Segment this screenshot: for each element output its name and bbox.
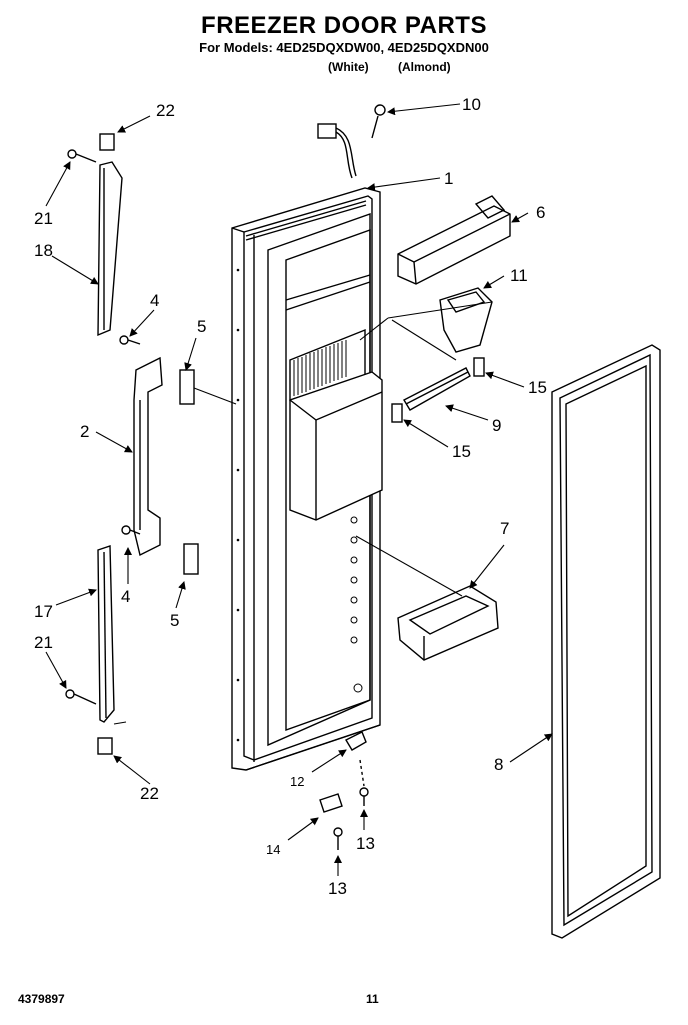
callout-12: 12 — [290, 774, 304, 789]
callout-5-lower: 5 — [170, 611, 179, 630]
callout-10: 10 — [462, 95, 481, 114]
door-gasket — [551, 344, 661, 939]
callout-7: 7 — [500, 519, 509, 538]
color-white-label: (White) — [328, 60, 369, 74]
wire-harness — [317, 104, 386, 179]
door-shelf — [397, 195, 511, 285]
guide-rail — [391, 357, 485, 423]
callout-4-upper: 4 — [150, 291, 159, 310]
page-title: FREEZER DOOR PARTS — [201, 12, 487, 39]
callout-numbers: 1 2 4 4 5 5 6 7 8 9 10 11 12 13 13 14 15… — [34, 95, 547, 898]
callout-13-right: 13 — [356, 834, 375, 853]
callout-5-upper: 5 — [197, 317, 206, 336]
document-number: 4379897 — [18, 992, 65, 1006]
page-number: 11 — [366, 992, 379, 1006]
callout-17: 17 — [34, 602, 53, 621]
models-line: For Models: 4ED25DQXDW00, 4ED25DQXDN00 — [199, 40, 489, 55]
callout-22-lower: 22 — [140, 784, 159, 803]
callout-9: 9 — [492, 416, 501, 435]
callout-22-upper: 22 — [156, 101, 175, 120]
hardware-small-parts — [65, 133, 199, 755]
callout-14: 14 — [266, 842, 280, 857]
callout-4-lower: 4 — [121, 587, 130, 606]
door-handle — [133, 356, 163, 557]
callout-11: 11 — [510, 266, 528, 285]
trim-strip-upper — [97, 161, 123, 337]
hinge-parts — [319, 731, 369, 850]
callout-8: 8 — [494, 755, 503, 774]
callout-15-lower: 15 — [452, 442, 471, 461]
callout-21-upper: 21 — [34, 209, 53, 228]
callout-2: 2 — [80, 422, 89, 441]
callout-1: 1 — [444, 169, 453, 188]
door-bin — [397, 585, 499, 661]
callout-18: 18 — [34, 241, 53, 260]
leader-lines — [45, 103, 553, 876]
callout-21-lower: 21 — [34, 633, 53, 652]
trim-strip-lower — [97, 545, 115, 723]
callout-6: 6 — [536, 203, 545, 222]
door-panel — [231, 187, 383, 771]
ice-chute — [439, 287, 493, 353]
callout-15-upper: 15 — [528, 378, 547, 397]
callout-13-bottom: 13 — [328, 879, 347, 898]
color-almond-label: (Almond) — [398, 60, 451, 74]
